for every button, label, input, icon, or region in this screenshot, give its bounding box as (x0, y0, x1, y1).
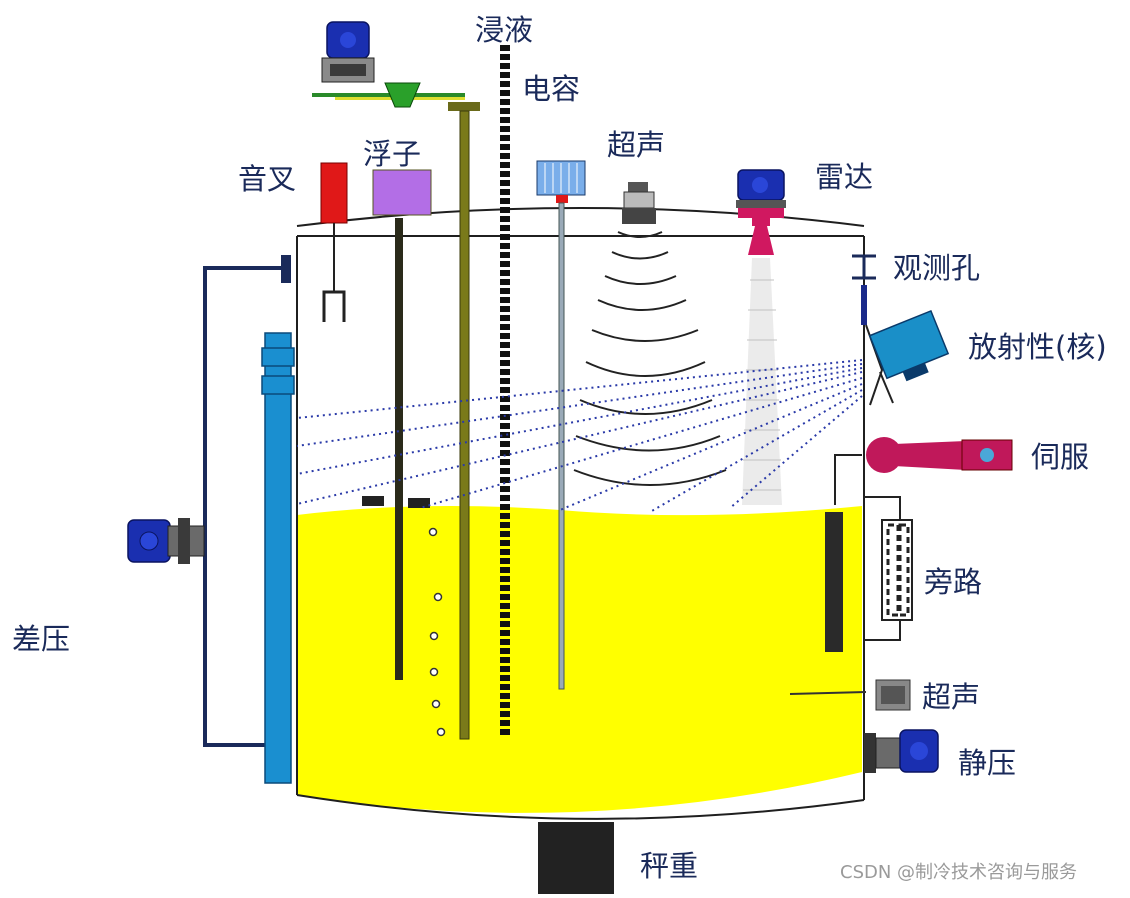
label-immersion: 浸液 (475, 13, 534, 47)
observation-window (861, 285, 867, 325)
label-radar: 雷达 (815, 160, 874, 194)
label-ultrasonic-side: 超声 (922, 680, 981, 714)
ultrasonic-waves (573, 231, 727, 486)
label-differential-pressure: 差压 (12, 622, 71, 656)
bubbles (428, 527, 446, 737)
radar-beam (742, 258, 782, 505)
label-ultrasonic-top: 超声 (607, 128, 666, 162)
label-tuning-fork: 音叉 (238, 162, 297, 196)
servo-displacer (825, 512, 843, 652)
label-float: 浮子 (363, 137, 422, 171)
observation-hole-icon (852, 254, 876, 280)
float-icon (362, 169, 432, 680)
watermark: CSDN @制冷技术咨询与服务 (840, 862, 1078, 883)
label-weighing: 秤重 (640, 849, 699, 883)
label-bypass: 旁路 (924, 565, 983, 599)
label-observation-hole: 观测孔 (893, 251, 981, 285)
ultrasonic-top-sensor (622, 182, 656, 224)
servo-gauge-icon (834, 437, 1013, 505)
ultrasonic-sensor-icon (536, 160, 586, 690)
transmitter-icon (321, 21, 375, 83)
label-hydrostatic: 静压 (958, 746, 1017, 780)
tank (296, 207, 865, 820)
bypass-gauge-icon (864, 496, 913, 641)
load-cell-icon (538, 822, 614, 894)
olive-rod (448, 102, 480, 740)
label-servo: 伺服 (1031, 440, 1090, 474)
label-radioactive: 放射性(核) (968, 330, 1107, 364)
radiation-rays (296, 359, 863, 513)
side-ultrasonic-icon (789, 679, 911, 711)
differential-pressure-assembly (127, 255, 295, 784)
hydrostatic-transmitter (864, 729, 939, 773)
transmitter-icon (875, 729, 939, 773)
radioactive-source-icon (865, 309, 950, 406)
tuning-fork-icon (320, 162, 348, 322)
top-transmitter (312, 21, 465, 108)
radar-icon (736, 169, 786, 255)
liquid (297, 506, 862, 813)
label-capacitance: 电容 (522, 72, 581, 106)
transmitter-icon (127, 518, 205, 564)
